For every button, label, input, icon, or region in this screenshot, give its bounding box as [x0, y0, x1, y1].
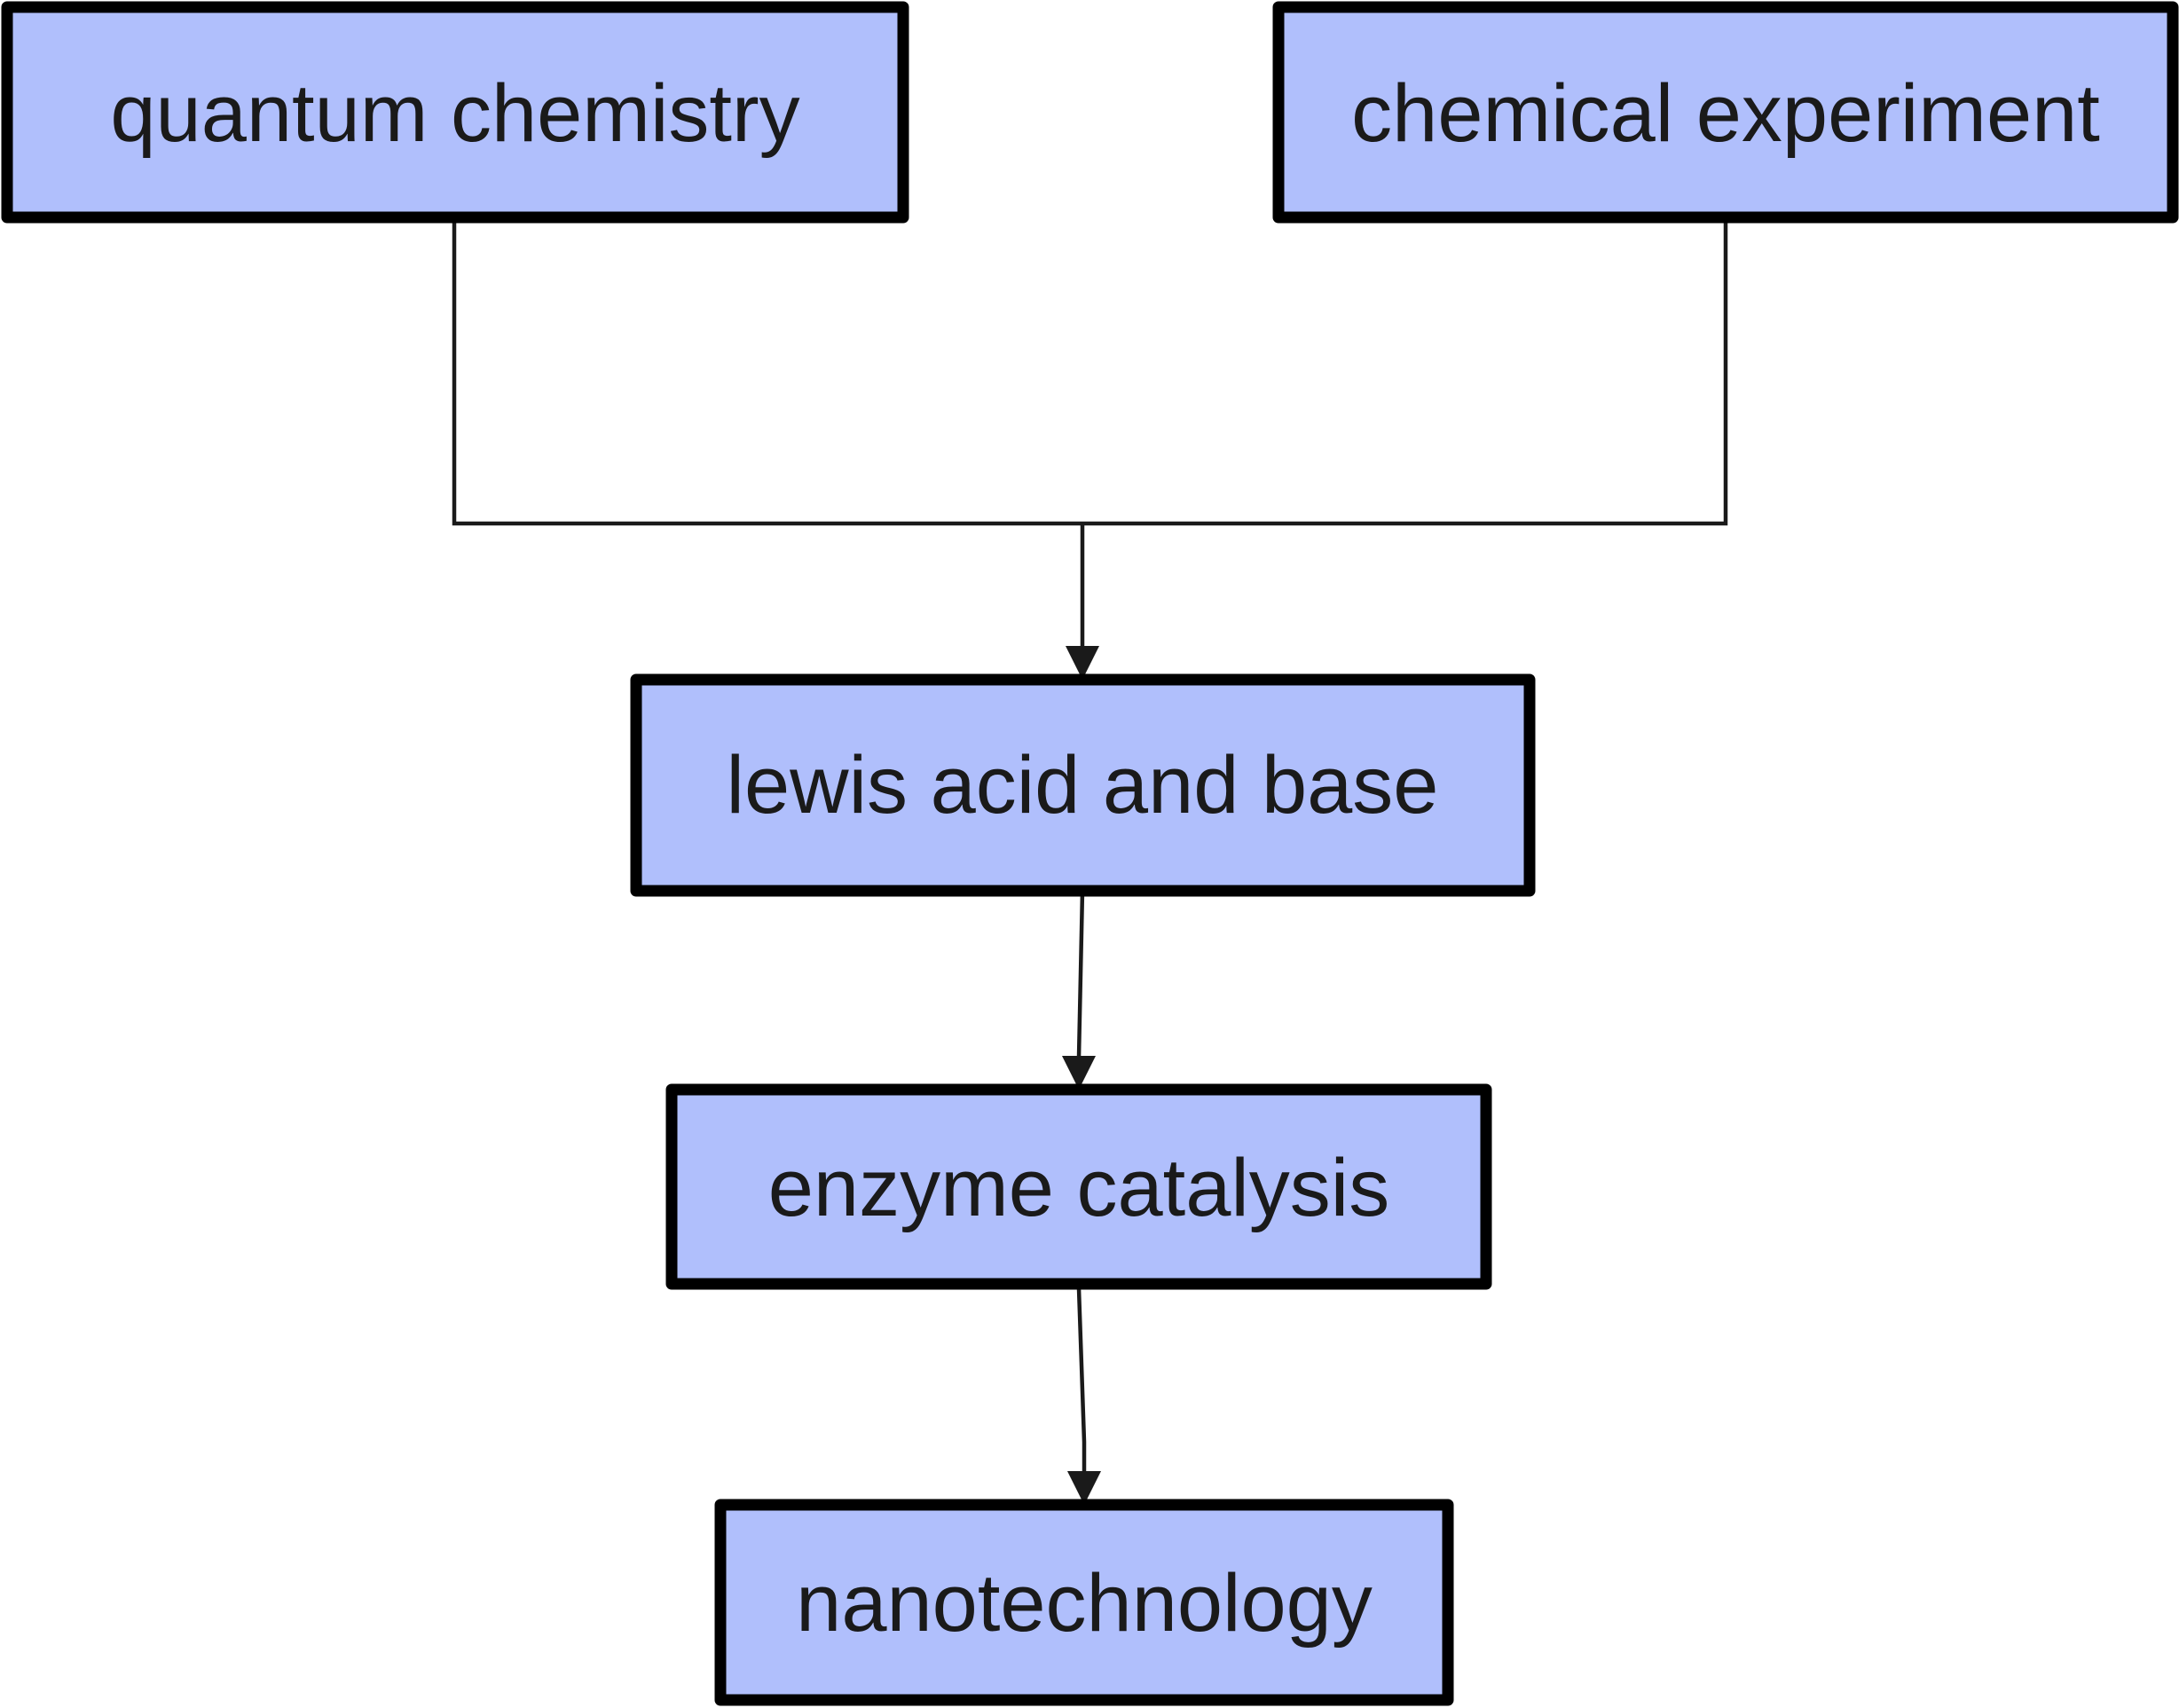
- edge-chemical-experiment-to-lewis-acid-and-base: [1082, 217, 1728, 526]
- node-label: chemical experiment: [1351, 68, 2100, 159]
- node-label: lewis acid and base: [727, 740, 1439, 830]
- arrowhead-nanotechnology: [1067, 1471, 1101, 1505]
- node-nanotechnology: nanotechnology: [714, 1499, 1454, 1706]
- node-enzyme-catalysis: enzyme catalysis: [665, 1083, 1492, 1290]
- node-box: [665, 1083, 1492, 1290]
- node-label: quantum chemistry: [110, 68, 799, 159]
- node-box: [630, 673, 1536, 897]
- node-chemical-experiment: chemical experiment: [1272, 1, 2179, 224]
- edge-lewis-acid-and-base-to-enzyme-catalysis: [1076, 890, 1085, 1059]
- node-box: [1272, 1, 2179, 224]
- node-quantum-chemistry: quantum chemistry: [1, 1, 909, 224]
- edge-quantum-chemistry-to-lewis-acid-and-base: [452, 217, 1082, 526]
- node-box: [714, 1499, 1454, 1706]
- edge-enzyme-catalysis-to-nanotechnology: [1076, 1287, 1087, 1473]
- node-label: nanotechnology: [796, 1558, 1373, 1649]
- edges: [452, 217, 1728, 1505]
- node-lewis-acid-and-base: lewis acid and base: [630, 673, 1536, 897]
- arrowhead-enzyme-catalysis: [1062, 1056, 1096, 1090]
- arrowhead-lewis-acid-and-base: [1066, 646, 1099, 680]
- node-box: [1, 1, 909, 224]
- node-label: enzyme catalysis: [768, 1143, 1389, 1233]
